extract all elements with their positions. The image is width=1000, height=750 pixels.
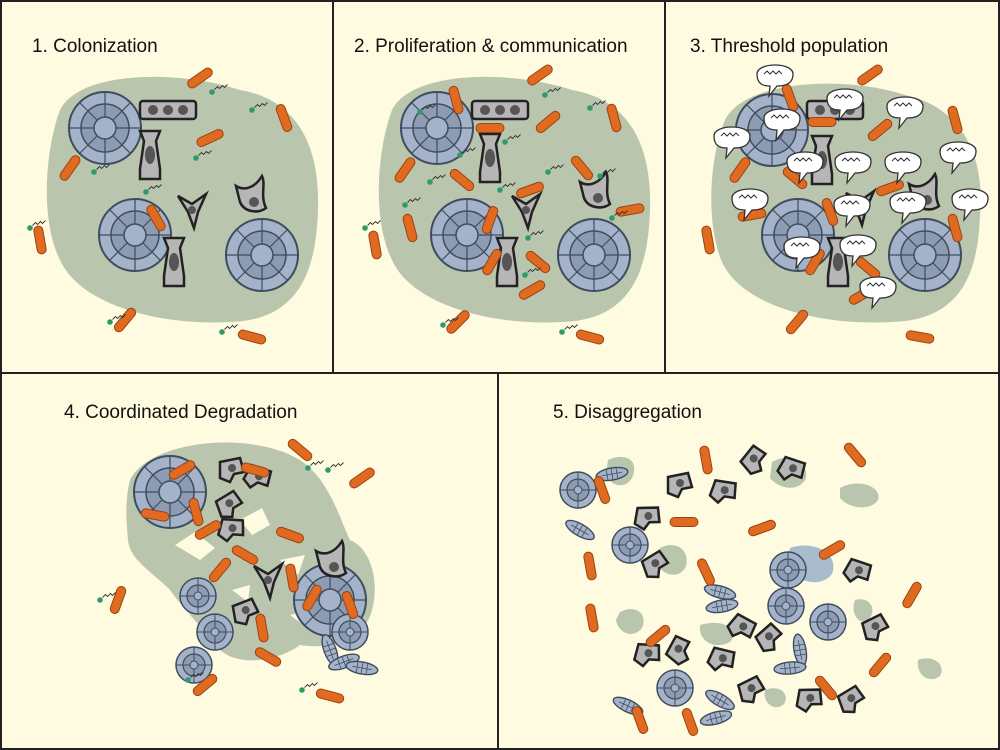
panel-4-title: 4. Coordinated Degradation (64, 402, 297, 423)
phytoplankton-cell (478, 132, 502, 184)
diatom-cell (400, 91, 474, 165)
bacterium (695, 556, 717, 588)
diatom-fragment (331, 613, 369, 651)
diatom-cell (98, 198, 172, 272)
diatom-flake (702, 686, 738, 714)
signal-molecule (324, 462, 344, 474)
cell-fragment (736, 674, 768, 706)
bacterium (347, 465, 377, 491)
bacterium (32, 224, 48, 256)
diatom-flake (562, 516, 598, 544)
diatom-fragment (179, 577, 217, 615)
phytoplankton-cell (138, 129, 162, 181)
panel-3-illustration (700, 62, 989, 345)
bacterium (855, 62, 885, 88)
bacterium (900, 580, 924, 610)
panel-2-title: 2. Proliferation & communication (354, 36, 628, 57)
bacterium (582, 550, 598, 582)
diatom-cell (557, 218, 631, 292)
bacterium (584, 602, 600, 634)
panel-5-frame (497, 372, 1000, 750)
diatom-cell (888, 218, 962, 292)
diatom-cell (68, 91, 142, 165)
bacterium (680, 706, 700, 738)
diatom-flake (698, 707, 734, 729)
bacterium (700, 224, 716, 256)
phytoplankton-cell (162, 236, 186, 288)
diatom-fragment (767, 587, 805, 625)
bacterium (475, 123, 505, 133)
phytoplankton-chain (470, 99, 530, 121)
diatom-fragment (656, 669, 694, 707)
bacterium (904, 329, 936, 345)
panel-3-title: 3. Threshold population (690, 36, 888, 57)
diatom-flake (772, 659, 808, 677)
signal-molecule (304, 460, 324, 472)
cell-fragment (632, 502, 664, 534)
bacterium (236, 328, 268, 346)
diatom-pieces (559, 464, 847, 729)
diatom-fragment (769, 551, 807, 589)
bacterium (807, 117, 837, 127)
cell-fragment (736, 441, 774, 479)
diatom-fragment (196, 613, 234, 651)
cell-fragment (752, 620, 788, 656)
diatom-flake (344, 658, 380, 678)
cell-fragment (835, 683, 869, 717)
bacterium (842, 440, 868, 470)
signal-molecule (558, 324, 578, 336)
cell-fragment (840, 554, 876, 590)
panel-5-title: 5. Disaggregation (553, 402, 702, 423)
cell-fragment (661, 631, 699, 669)
panel-4-illustration (96, 437, 380, 705)
bacterium (367, 229, 383, 261)
panel-1-title: 1. Colonization (32, 36, 158, 57)
signal-molecule (298, 682, 318, 694)
panel-1-illustration (26, 65, 319, 346)
cell-fragment (666, 471, 694, 499)
signal-molecule (361, 220, 381, 232)
bacterium (574, 328, 606, 346)
panel-5-illustration (559, 440, 942, 738)
bacterium (112, 305, 138, 335)
cell-fragment (704, 642, 740, 678)
bacterium (669, 517, 699, 527)
bacterium (698, 444, 714, 476)
bacterium (867, 650, 893, 680)
bacterium (314, 687, 346, 705)
phytoplankton-cell (495, 236, 519, 288)
phytoplankton-chain (138, 99, 198, 121)
signal-molecule (218, 324, 238, 336)
diatom-fragment (809, 603, 847, 641)
cell-fragment (794, 684, 826, 716)
bacterium (630, 704, 650, 736)
bacterium (444, 308, 472, 336)
bacterium (108, 584, 128, 616)
diatom-flake (704, 596, 740, 616)
diatom-fragment (611, 526, 649, 564)
diatom-fragment (559, 471, 597, 509)
diatom-cell (225, 218, 299, 292)
cell-fragment (707, 475, 741, 509)
bacterium (746, 518, 778, 538)
panel-2-illustration (361, 62, 651, 346)
